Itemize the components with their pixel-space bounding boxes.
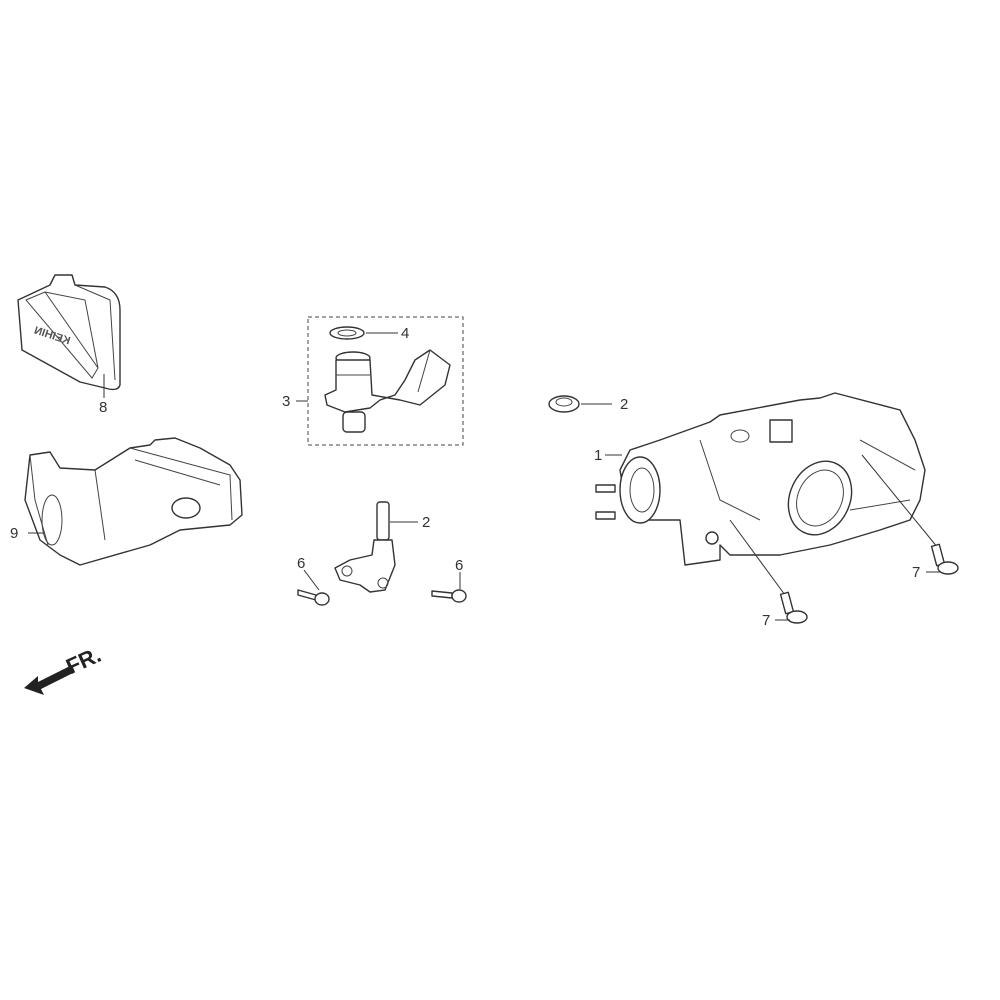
part-2-sensor bbox=[334, 501, 418, 593]
part-4-o-ring bbox=[329, 326, 398, 340]
callout-4: 4 bbox=[401, 325, 410, 342]
callout-6-right: 6 bbox=[455, 557, 464, 574]
callout-3: 3 bbox=[282, 393, 291, 410]
callout-6-left: 6 bbox=[297, 555, 306, 572]
callout-7-left: 7 bbox=[762, 612, 771, 629]
callout-9: 9 bbox=[10, 525, 19, 542]
part-6-bolt-left bbox=[297, 569, 330, 606]
callout-2-sensor: 2 bbox=[422, 514, 431, 531]
callout-1: 1 bbox=[594, 447, 603, 464]
callout-8: 8 bbox=[99, 399, 108, 416]
part-9-sensor-module bbox=[24, 437, 243, 566]
part-8-sensor-cover: KEIHIN bbox=[17, 274, 121, 398]
callout-2-washer: 2 bbox=[620, 396, 629, 413]
part-2-washer bbox=[548, 395, 612, 413]
part-7-bolt-right bbox=[861, 454, 959, 575]
part-7-bolt-left bbox=[729, 519, 808, 624]
assembly-box bbox=[307, 316, 464, 446]
part-1-throttle-body bbox=[595, 392, 926, 566]
callout-7-right: 7 bbox=[912, 564, 921, 581]
front-direction-arrow-icon bbox=[24, 665, 75, 695]
part-6-bolt-right bbox=[431, 572, 467, 603]
part-3-injector bbox=[296, 349, 451, 433]
